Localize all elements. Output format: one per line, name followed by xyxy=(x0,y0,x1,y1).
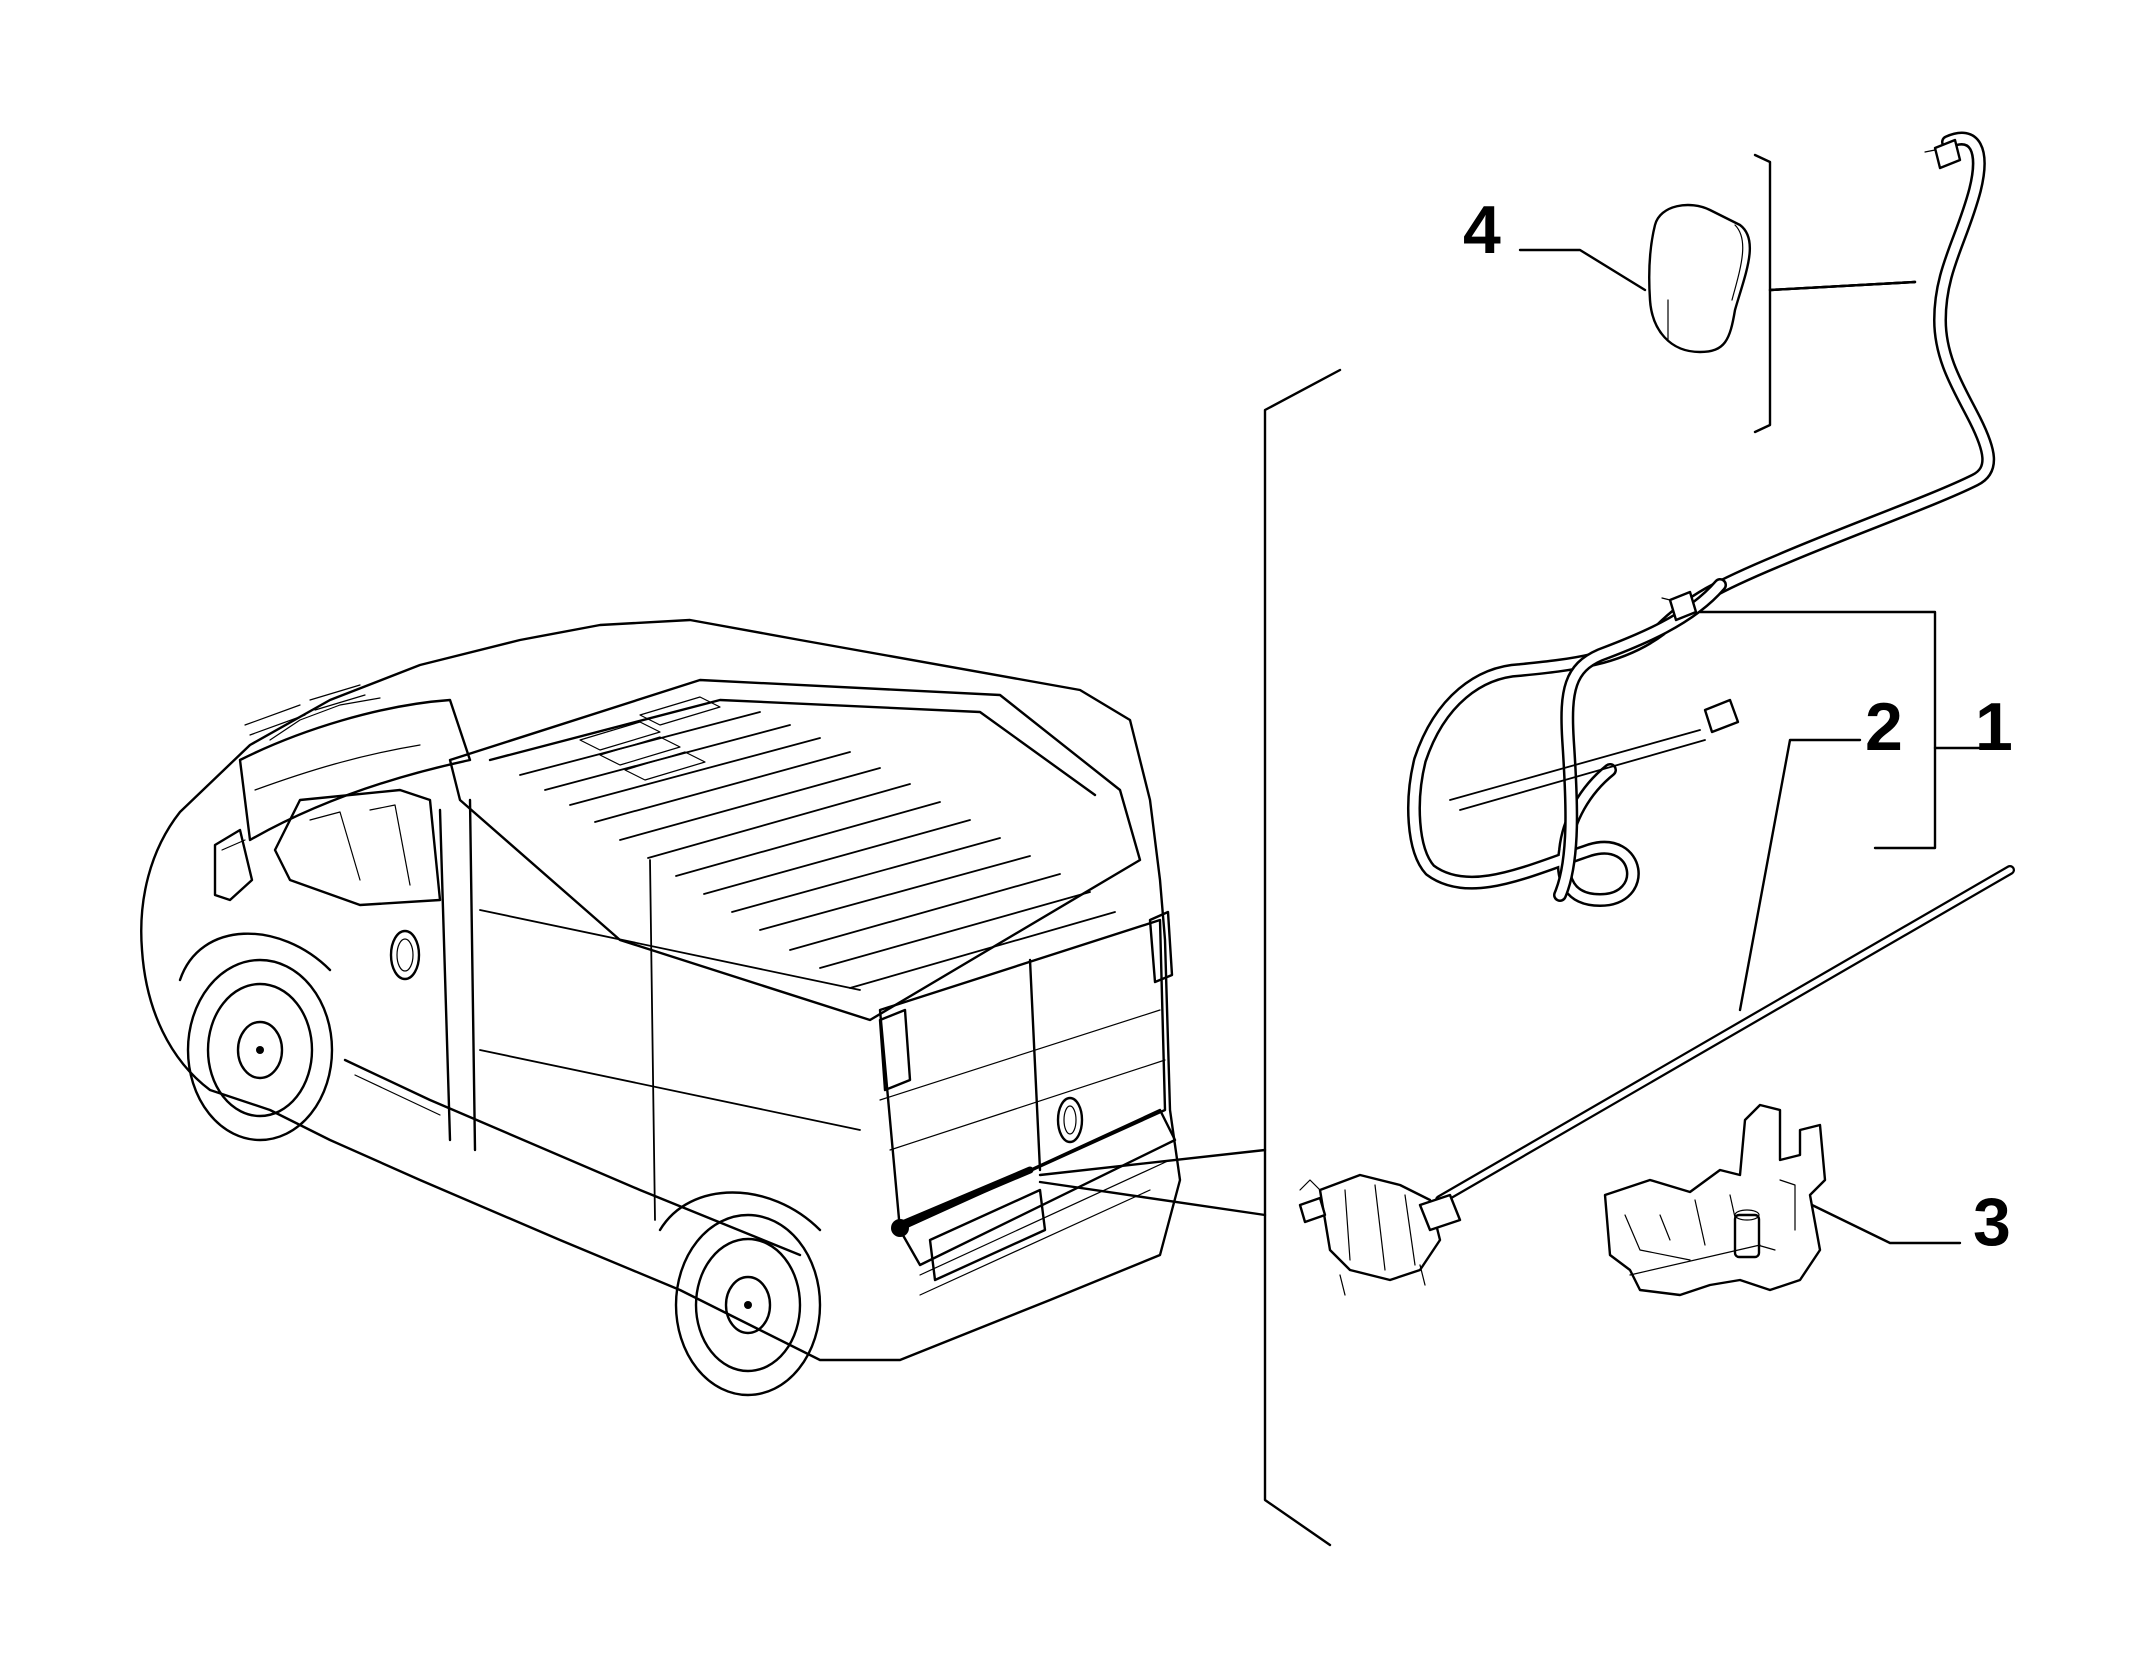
wiring-harness xyxy=(1407,131,1996,907)
callout-1: 1 xyxy=(1975,689,2013,765)
van-illustration xyxy=(140,618,1182,1397)
front-wheel xyxy=(186,958,334,1142)
leader-line-4 xyxy=(1518,248,1647,292)
rear-wheel xyxy=(674,1213,822,1397)
leader-line-3 xyxy=(1810,1203,1962,1245)
group-bracket-1 xyxy=(1698,610,1992,850)
callout-4: 4 xyxy=(1463,192,1501,268)
mounting-bracket xyxy=(1603,1103,1827,1297)
group-bracket-4 xyxy=(1753,153,1917,434)
group-bracket-left xyxy=(1038,368,1342,1547)
callout-2: 2 xyxy=(1865,689,1903,765)
callout-3: 3 xyxy=(1973,1184,2011,1260)
roof-ribs xyxy=(519,696,1116,989)
camera-rod-with-connector xyxy=(1298,865,2015,1296)
leader-line-2 xyxy=(1738,738,1862,1012)
antenna-cover xyxy=(1648,203,1751,354)
